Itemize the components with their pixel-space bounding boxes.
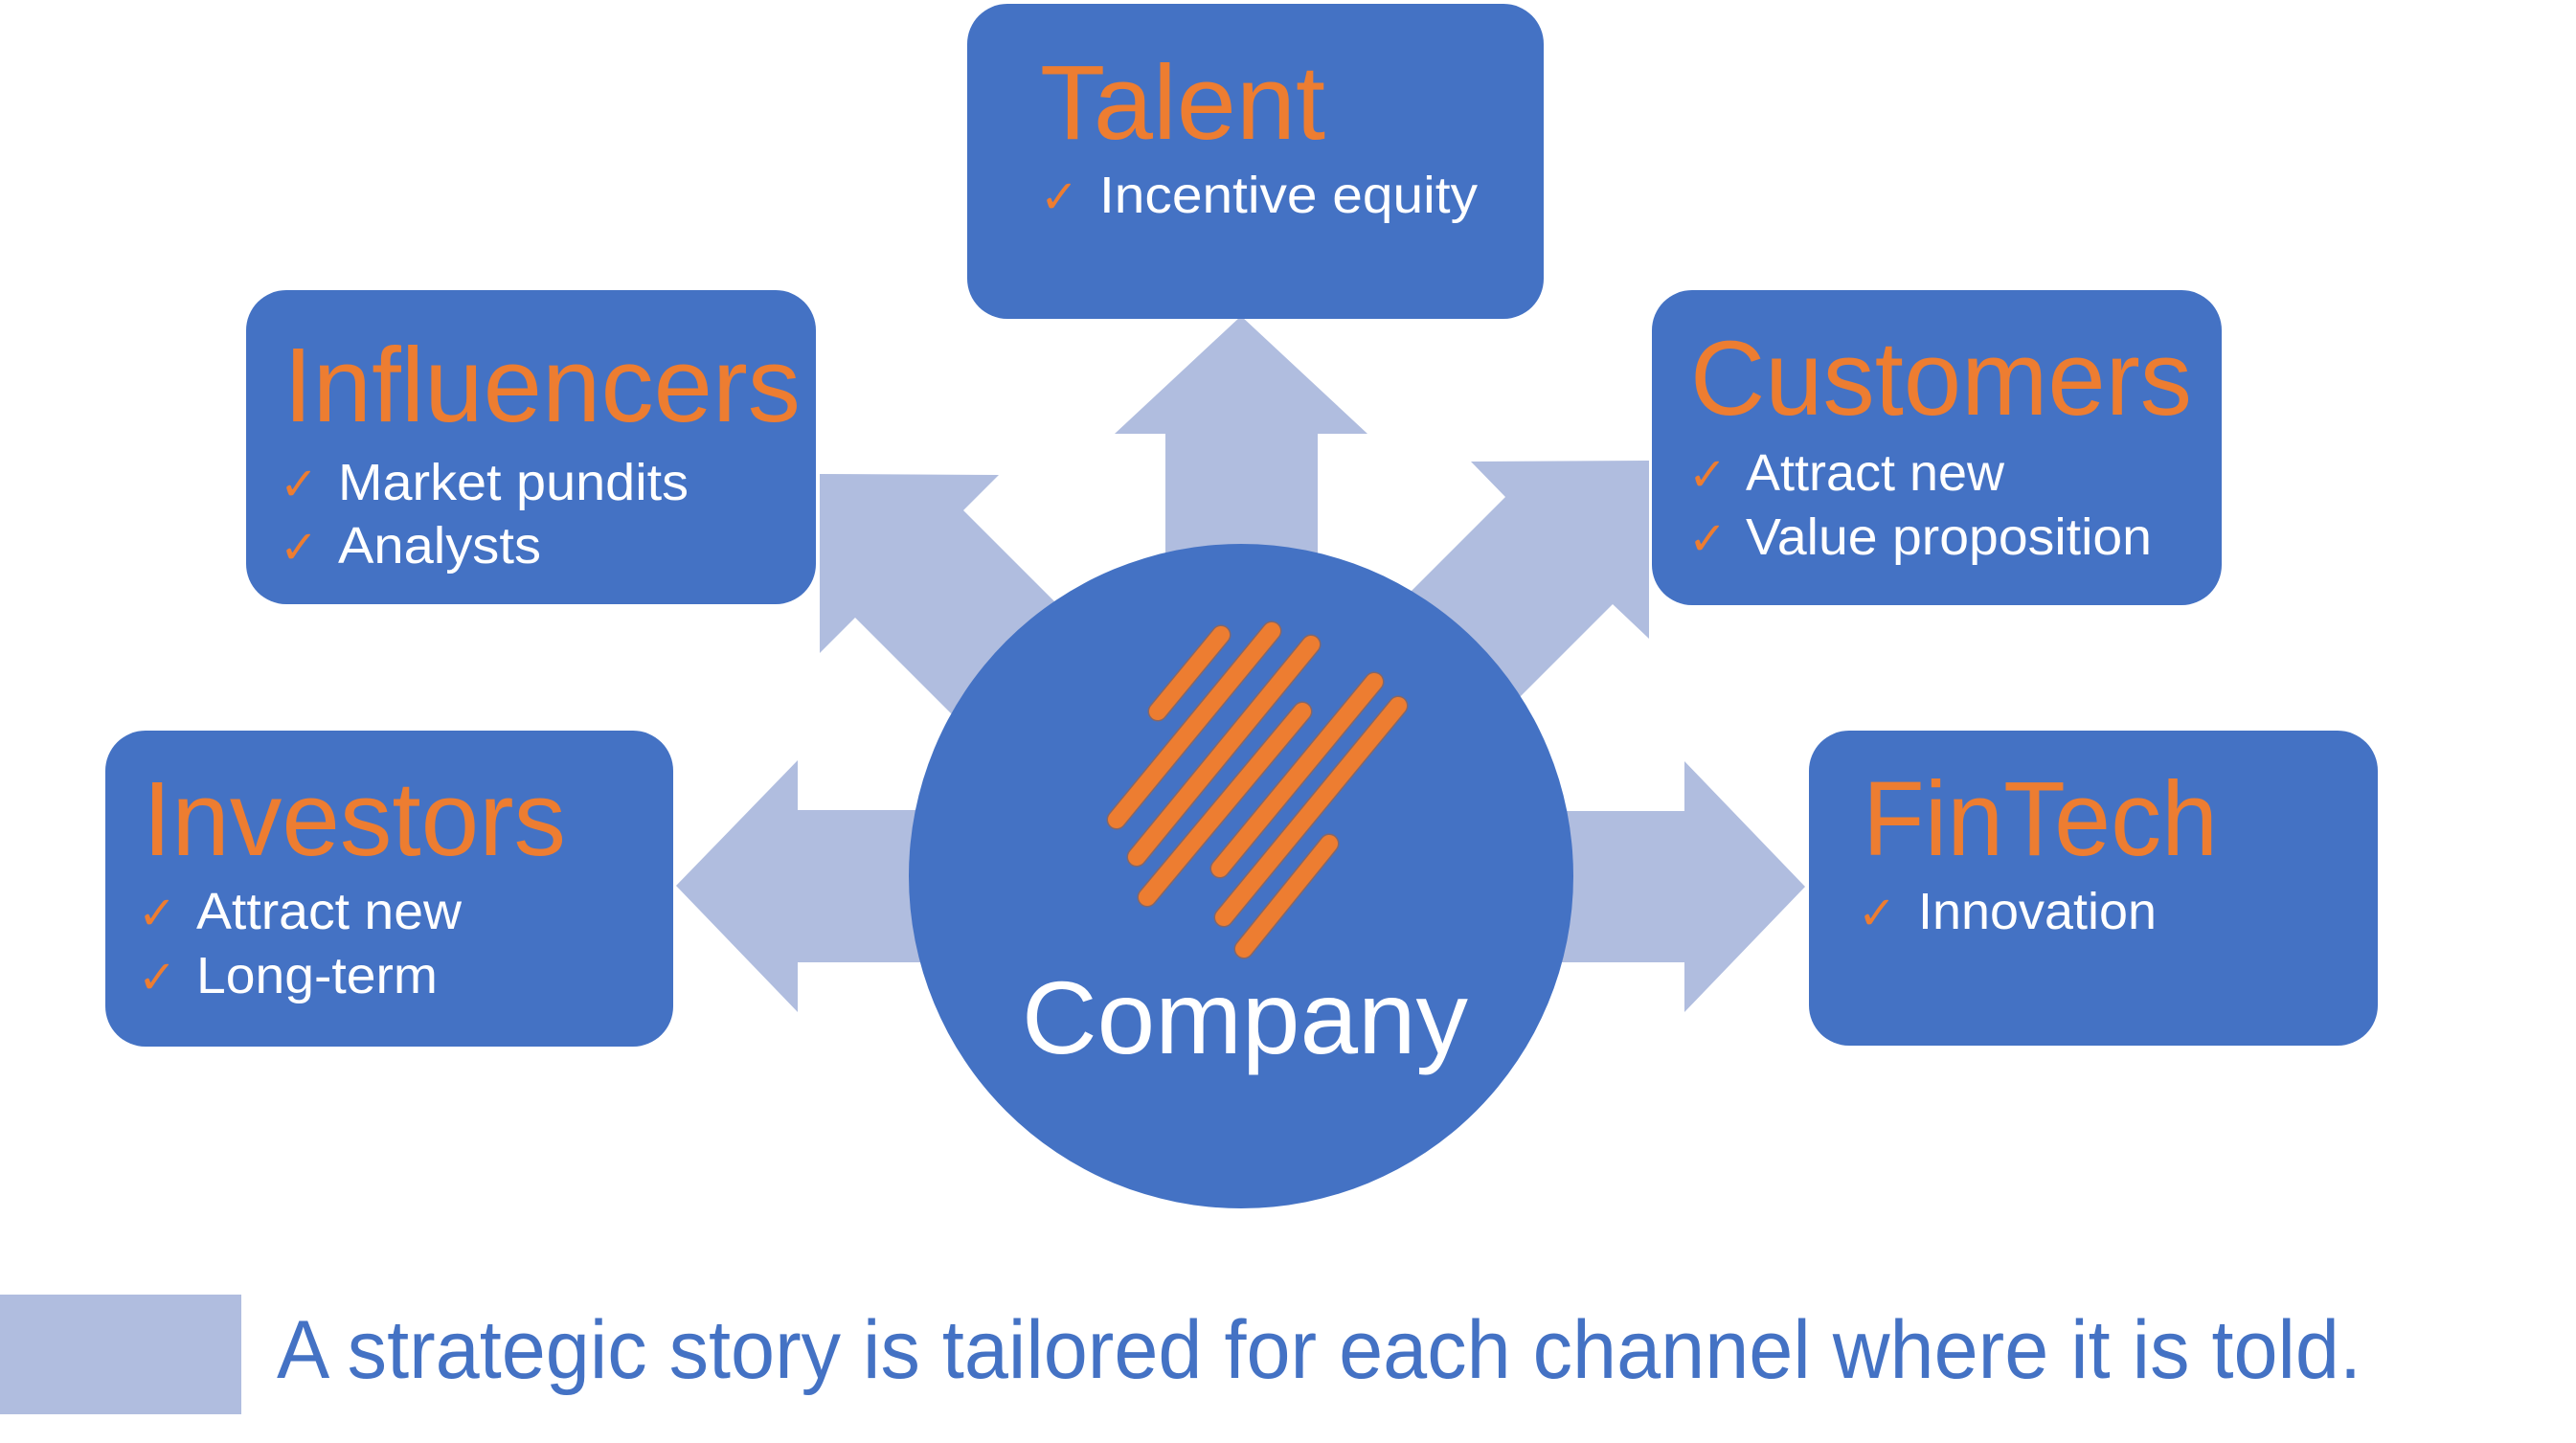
legend-caption: A strategic story is tailored for each c… bbox=[277, 1304, 2361, 1396]
channel-box-talent: Talent ✓ Incentive equity bbox=[967, 4, 1544, 319]
box-background bbox=[246, 290, 816, 604]
hub-company: Company bbox=[909, 544, 1573, 1208]
company-logo-stripes-icon bbox=[1106, 620, 1409, 959]
checkmark-icon: ✓ bbox=[1688, 448, 1727, 502]
checkmark-icon: ✓ bbox=[138, 951, 176, 1004]
channel-title: Talent bbox=[1040, 44, 1325, 162]
checkmark-icon: ✓ bbox=[1040, 170, 1078, 224]
box-background bbox=[1809, 731, 2378, 1046]
box-background bbox=[967, 4, 1544, 319]
channel-box-customers: Customers ✓ Attract new ✓ Value proposit… bbox=[1652, 290, 2222, 605]
box-background bbox=[1652, 290, 2222, 605]
bullet-text: Long-term bbox=[196, 947, 438, 1004]
bullet-text: Incentive equity bbox=[1099, 167, 1478, 224]
channel-title: Investors bbox=[143, 760, 566, 878]
channel-box-fintech: FinTech ✓ Innovation bbox=[1809, 731, 2378, 1046]
checkmark-icon: ✓ bbox=[1858, 887, 1896, 940]
channel-title: Customers bbox=[1690, 320, 2192, 438]
bullet-text: Market pundits bbox=[338, 454, 689, 511]
bullet-text: Attract new bbox=[196, 883, 463, 940]
bullet-text: Value proposition bbox=[1746, 508, 2152, 566]
hub-circle bbox=[909, 544, 1573, 1208]
hub-label: Company bbox=[1022, 959, 1468, 1075]
checkmark-icon: ✓ bbox=[138, 887, 176, 940]
channel-title: Influencers bbox=[283, 327, 801, 444]
checkmark-icon: ✓ bbox=[280, 521, 318, 575]
checkmark-icon: ✓ bbox=[1688, 512, 1727, 566]
channel-title: FinTech bbox=[1863, 760, 2218, 878]
channel-box-investors: Investors ✓ Attract new ✓ Long-term bbox=[105, 731, 673, 1047]
bullet-text: Analysts bbox=[338, 517, 541, 575]
checkmark-icon: ✓ bbox=[280, 458, 318, 511]
channel-box-influencers: Influencers ✓ Market pundits ✓ Analysts bbox=[246, 290, 816, 604]
legend-swatch bbox=[0, 1295, 241, 1414]
bullet-text: Innovation bbox=[1918, 883, 2157, 940]
legend: A strategic story is tailored for each c… bbox=[0, 1295, 2361, 1414]
bullet-text: Attract new bbox=[1746, 444, 2005, 502]
box-background bbox=[105, 731, 673, 1047]
